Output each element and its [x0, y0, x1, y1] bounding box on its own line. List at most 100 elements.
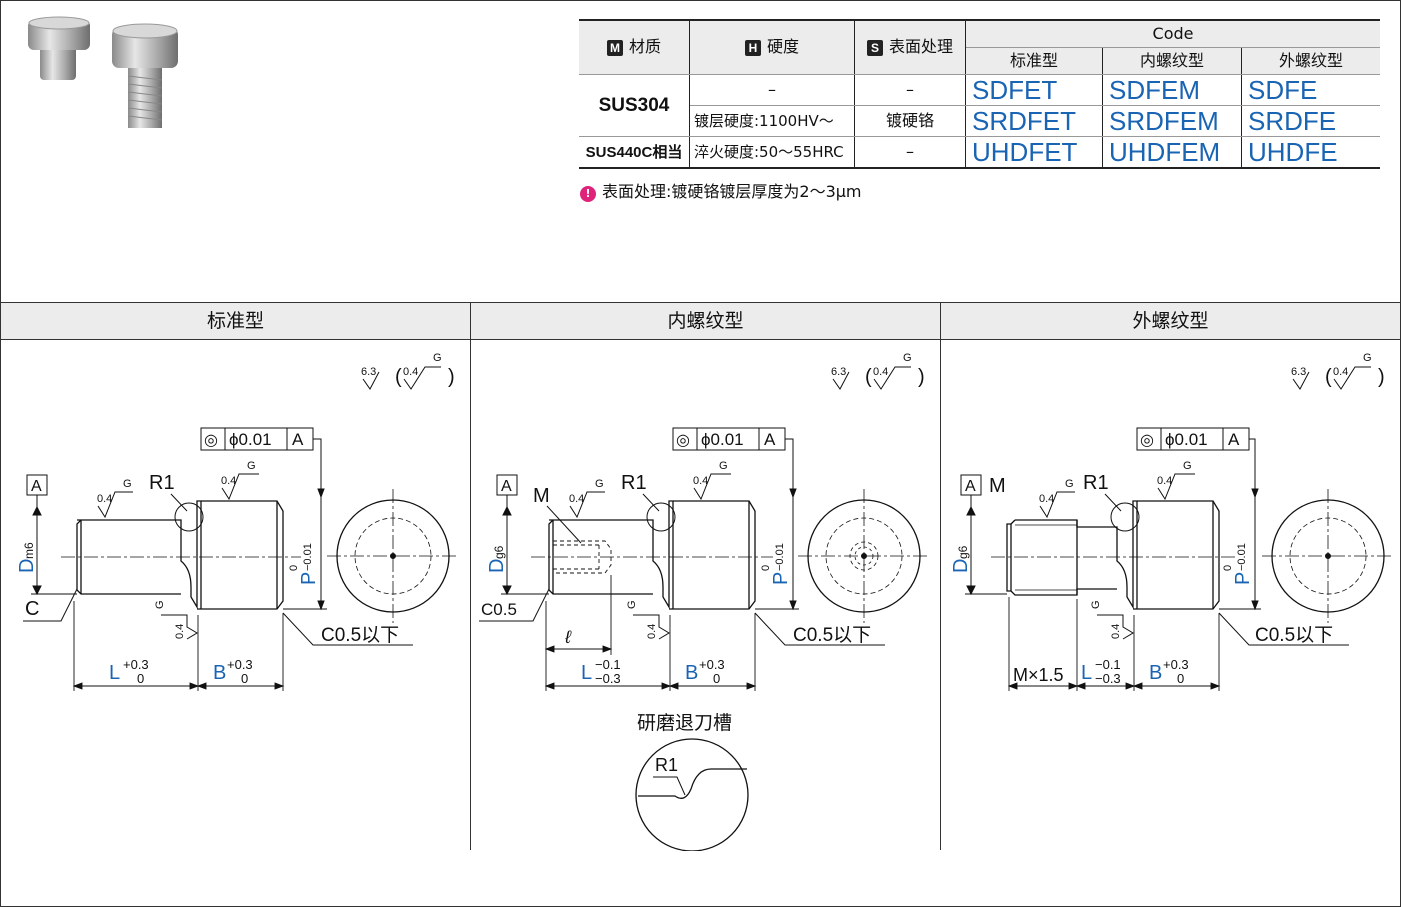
- code-cell[interactable]: SDFEM: [1102, 74, 1242, 106]
- pin-profile: [61, 500, 301, 610]
- dimension-P: P 0 −0.01: [283, 497, 327, 611]
- svg-text:+0.3: +0.3: [699, 657, 725, 672]
- svg-text:0.4: 0.4: [1039, 493, 1054, 505]
- dimension-L-B: L −0.1 −0.3 B +0.3 0: [544, 601, 757, 691]
- svg-text:A: A: [965, 478, 976, 495]
- datum-marker: A: [960, 474, 982, 516]
- type-header-standard: 标准型: [965, 47, 1103, 75]
- svg-text:ϕ0.01: ϕ0.01: [229, 430, 272, 449]
- dimension-L-B: L +0.3 0 B +0.3 0: [72, 601, 285, 691]
- code-cell[interactable]: SRDFE: [1241, 105, 1380, 137]
- svg-text:G: G: [1090, 600, 1102, 609]
- svg-text:L: L: [1081, 662, 1092, 684]
- svg-text:B: B: [685, 662, 698, 684]
- code-cell[interactable]: SDFET: [965, 74, 1103, 106]
- code-cell[interactable]: SRDFEM: [1102, 105, 1242, 137]
- code-cell[interactable]: SRDFET: [965, 105, 1103, 137]
- svg-text:0: 0: [713, 671, 720, 686]
- svg-text:A: A: [501, 478, 512, 495]
- svg-text:−0.01: −0.01: [774, 543, 786, 571]
- svg-text:A: A: [292, 430, 304, 449]
- dimension-M-L-B: M×1.5 L −0.1 −0.3 B +0.3 0: [1007, 597, 1221, 691]
- type-header-internal: 内螺纹型: [1102, 47, 1242, 75]
- material-cell: SUS440C相当: [579, 136, 690, 169]
- svg-text:B: B: [1149, 662, 1162, 684]
- section-header-internal: 内螺纹型: [471, 302, 940, 340]
- radius-label: R1: [1083, 472, 1109, 494]
- svg-text:◎: ◎: [1140, 432, 1154, 449]
- svg-text:0.4: 0.4: [693, 475, 708, 487]
- roughness-fine-mark: 0.4 G 0.4 G: [97, 460, 259, 519]
- code-header: Code: [965, 19, 1380, 48]
- end-view: [327, 489, 459, 623]
- code-cell[interactable]: UHDFET: [965, 136, 1103, 169]
- roughness-symbol: 6.3 ( 0.4 G ): [831, 352, 925, 390]
- datum-marker: A: [496, 474, 518, 516]
- svg-text:P: P: [770, 572, 792, 585]
- svg-text:(: (: [395, 366, 402, 388]
- thread-label: M: [989, 475, 1006, 497]
- svg-text:(: (: [865, 366, 872, 388]
- product-photo: [28, 16, 178, 128]
- svg-text:ϕ0.01: ϕ0.01: [1165, 430, 1208, 449]
- svg-text:m6: m6: [22, 542, 36, 559]
- svg-text:−0.01: −0.01: [302, 543, 314, 571]
- svg-text:g6: g6: [492, 545, 506, 559]
- groove-title: 研磨退刀槽: [637, 712, 732, 734]
- groove-roughness: G 0.4: [154, 600, 198, 640]
- svg-text:+0.3: +0.3: [1163, 657, 1189, 672]
- radius-label: R1: [621, 472, 647, 494]
- pin-external-thread-image: [112, 23, 178, 128]
- svg-text:G: G: [247, 460, 256, 472]
- hardness-cell: 淬火硬度:50～55HRC: [689, 136, 855, 169]
- chamfer-note: C0.5以下: [793, 625, 871, 646]
- svg-text:0: 0: [241, 671, 248, 686]
- surface-cell: 镀硬铬: [854, 105, 966, 137]
- code-cell[interactable]: UHDFEM: [1102, 136, 1242, 169]
- svg-text:−0.3: −0.3: [595, 671, 621, 686]
- svg-text:): ): [918, 366, 925, 388]
- svg-text:6.3: 6.3: [361, 366, 376, 378]
- pin-standard-image: [28, 16, 90, 80]
- svg-text:0: 0: [1222, 565, 1234, 571]
- svg-text:−0.3: −0.3: [1095, 671, 1121, 686]
- svg-text:M×1.5: M×1.5: [1013, 665, 1064, 685]
- dimension-thread-depth: ℓ: [544, 575, 613, 655]
- drawing-standard: 6.3 ( 0.4 G ) ◎ ϕ0.01 A A: [16, 352, 459, 691]
- end-view: [798, 489, 930, 623]
- groove-detail: R1: [635, 738, 749, 851]
- code-cell[interactable]: UHDFE: [1241, 136, 1380, 169]
- svg-text:0: 0: [288, 565, 300, 571]
- roughness-fine-mark: 0.4 G 0.4 G: [569, 460, 731, 519]
- code-cell[interactable]: SDFE: [1241, 74, 1380, 106]
- svg-text:G: G: [1183, 460, 1192, 472]
- svg-text:0: 0: [760, 565, 772, 571]
- chamfer-label: C0.5: [481, 600, 517, 619]
- svg-text:ϕ0.01: ϕ0.01: [701, 430, 744, 449]
- svg-text:0.4: 0.4: [569, 493, 584, 505]
- svg-text:0: 0: [1177, 671, 1184, 686]
- chamfer-label: C: [25, 598, 39, 620]
- coaxiality-frame: ◎ ϕ0.01 A: [200, 427, 325, 499]
- chamfer-note: C0.5以下: [321, 625, 399, 646]
- dimension-D: D m6: [16, 515, 77, 596]
- svg-text:0.4: 0.4: [1333, 366, 1348, 378]
- svg-text:0.4: 0.4: [403, 366, 418, 378]
- svg-text:◎: ◎: [676, 432, 690, 449]
- svg-text:G: G: [719, 460, 728, 472]
- svg-text:G: G: [626, 600, 638, 609]
- svg-text:0.4: 0.4: [646, 624, 658, 639]
- section-header-standard: 标准型: [1, 302, 470, 340]
- dimension-D: D g6: [486, 515, 549, 596]
- svg-text:◎: ◎: [204, 432, 218, 449]
- surface-cell: –: [854, 136, 966, 169]
- svg-text:g6: g6: [956, 545, 970, 559]
- groove-roughness: G 0.4: [1090, 600, 1134, 640]
- section-divider: [470, 302, 471, 850]
- svg-text:0.4: 0.4: [221, 475, 236, 487]
- coaxiality-frame: ◎ ϕ0.01 A: [672, 427, 797, 499]
- svg-text:B: B: [213, 662, 226, 684]
- svg-text:ℓ: ℓ: [564, 627, 572, 647]
- svg-text:A: A: [31, 478, 42, 495]
